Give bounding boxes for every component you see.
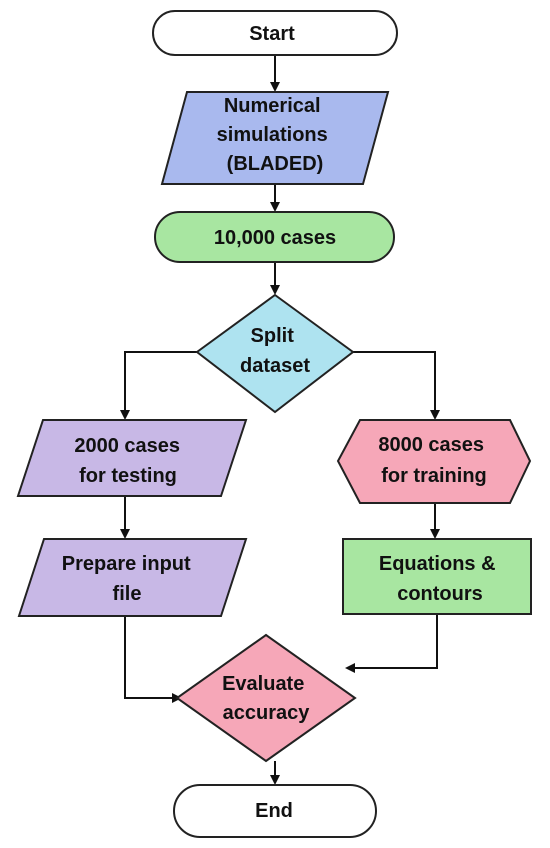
- evaluate-label-line-1: Evaluate: [222, 673, 304, 695]
- end-node: End: [173, 784, 377, 838]
- connectors: [120, 55, 440, 785]
- evaluate-label: Evaluate accuracy: [222, 673, 310, 724]
- arrow-split-to-training: [353, 351, 440, 420]
- end-shape: [173, 784, 377, 838]
- arrow-equations-to-evaluate: [345, 614, 438, 673]
- equations-label: Equations & contours: [379, 553, 501, 605]
- prepare-label-line-1: Prepare input: [62, 553, 191, 575]
- equations-label-line-2: contours: [397, 583, 483, 605]
- simulations-label-line-1: Numerical: [224, 95, 321, 117]
- testing-label-line-2: for testing: [79, 465, 177, 487]
- training-label-line-2: for training: [381, 465, 487, 487]
- equations-node: Equations & contours: [342, 538, 532, 615]
- testing-node: 2000 cases for testing: [16, 419, 248, 497]
- cases-label: 10,000 cases: [214, 227, 336, 249]
- prepare-shape: [17, 538, 248, 617]
- start-shape: [152, 10, 398, 56]
- cases-node: 10,000 cases: [154, 211, 395, 263]
- simulations-label-line-3: (BLADED): [227, 153, 324, 175]
- arrow-split-to-testing: [120, 351, 197, 420]
- start-node: Start: [152, 10, 398, 56]
- evaluate-node: Evaluate accuracy: [175, 633, 357, 763]
- simulations-shape: [160, 91, 390, 185]
- split-label-line-1: Split: [251, 325, 295, 347]
- arrow-prepare-to-evaluate: [124, 616, 182, 703]
- prepare-node: Prepare input file: [17, 538, 248, 617]
- equations-label-line-1: Equations &: [379, 553, 496, 575]
- split-label: Split dataset: [240, 325, 310, 377]
- training-node: 8000 cases for training: [336, 419, 532, 504]
- simulations-label: Numerical simulations (BLADED): [217, 95, 334, 175]
- testing-shape: [16, 419, 248, 497]
- prepare-label-line-2: file: [113, 583, 142, 605]
- training-label-line-1: 8000 cases: [378, 434, 484, 456]
- evaluate-shape: [175, 633, 357, 763]
- simulations-label-line-2: simulations: [217, 124, 328, 146]
- start-label: Start: [249, 23, 295, 45]
- training-label: 8000 cases for training: [378, 434, 489, 487]
- end-label: End: [255, 800, 293, 822]
- cases-shape: [154, 211, 395, 263]
- split-node: Split dataset: [195, 293, 355, 414]
- simulations-node: Numerical simulations (BLADED): [160, 91, 390, 185]
- split-label-line-2: dataset: [240, 355, 310, 377]
- training-shape: [336, 419, 532, 504]
- split-shape: [195, 293, 355, 414]
- testing-label: 2000 cases for testing: [74, 435, 185, 487]
- prepare-label: Prepare input file: [62, 553, 196, 605]
- evaluate-label-line-2: accuracy: [223, 702, 311, 724]
- equations-shape: [342, 538, 532, 615]
- testing-label-line-1: 2000 cases: [74, 435, 180, 457]
